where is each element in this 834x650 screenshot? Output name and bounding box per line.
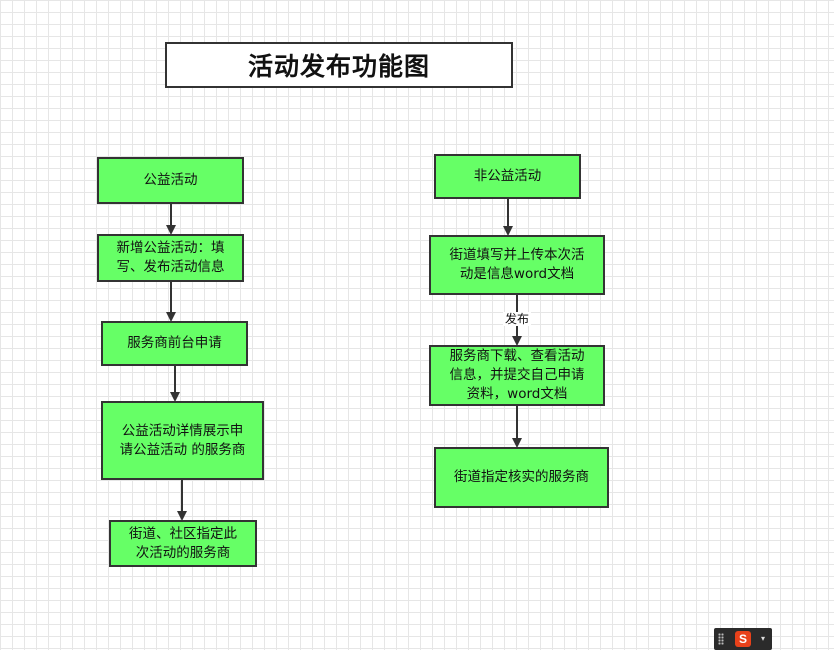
node-text-line: 资料，word文档 bbox=[466, 386, 568, 402]
left-flow-step-5: 街道、社区指定此次活动的服务商 bbox=[109, 520, 257, 567]
node-text: 街道指定核实的服务商 bbox=[454, 468, 589, 487]
node-text-line: 写、发布活动信息 bbox=[116, 259, 225, 275]
left-flow-step-2: 新增公益活动：填写、发布活动信息 bbox=[97, 234, 244, 282]
node-text-line: 信息，并提交自己申请 bbox=[449, 367, 585, 383]
right-flow-step-2: 街道填写并上传本次活动是信息word文档 bbox=[429, 235, 605, 295]
right-flow-step-4: 街道指定核实的服务商 bbox=[434, 447, 609, 508]
node-text-line: 次活动的服务商 bbox=[135, 544, 231, 561]
right-flow-step-1: 非公益活动 bbox=[434, 154, 581, 199]
node-text: 服务商前台申请 bbox=[127, 334, 222, 353]
node-text: 服务商下载、查看活动信息，并提交自己申请资料，word文档 bbox=[450, 347, 585, 404]
node-text-line: 服务商下载、查看活动 bbox=[449, 348, 585, 364]
left-flow-step-1: 公益活动 bbox=[97, 157, 244, 204]
node-text-line: 街道指定核实的服务商 bbox=[454, 469, 589, 485]
node-text-line: 非公益活动 bbox=[473, 168, 542, 184]
grip-icon[interactable] bbox=[718, 633, 724, 645]
node-text: 公益活动 bbox=[144, 171, 198, 190]
diagram-title-box: 活动发布功能图 bbox=[165, 42, 513, 88]
diagram-title: 活动发布功能图 bbox=[247, 52, 430, 81]
left-flow-step-3: 服务商前台申请 bbox=[101, 321, 248, 366]
node-text-line: 动是信息word文档 bbox=[459, 266, 575, 282]
left-flow-step-4: 公益活动详情展示申请公益活动 的服务商 bbox=[101, 401, 264, 480]
dropdown-icon[interactable]: ▾ bbox=[761, 634, 766, 643]
ime-toolbar[interactable]: S ▾ bbox=[714, 628, 772, 650]
node-text-line: 街道填写并上传本次活 bbox=[449, 247, 585, 263]
node-text: 街道、社区指定此次活动的服务商 bbox=[129, 525, 237, 563]
node-text-line: 新增公益活动：填 bbox=[116, 240, 225, 256]
node-text: 非公益活动 bbox=[474, 167, 542, 186]
node-text-line: 服务商前台申请 bbox=[127, 335, 222, 351]
node-text: 街道填写并上传本次活动是信息word文档 bbox=[450, 246, 585, 284]
node-text-line: 公益活动详情展示申 bbox=[121, 422, 244, 439]
node-text-line: 请公益活动 的服务商 bbox=[119, 441, 246, 458]
node-text: 新增公益活动：填写、发布活动信息 bbox=[117, 239, 225, 277]
right-flow-step-3: 服务商下载、查看活动信息，并提交自己申请资料，word文档 bbox=[429, 345, 605, 406]
edge-label: 发布 bbox=[503, 311, 532, 326]
node-text: 公益活动详情展示申请公益活动 的服务商 bbox=[120, 422, 246, 460]
node-text-line: 街道、社区指定此 bbox=[129, 525, 237, 542]
node-text-line: 公益活动 bbox=[143, 172, 198, 188]
sogou-logo-icon[interactable]: S bbox=[735, 631, 751, 647]
